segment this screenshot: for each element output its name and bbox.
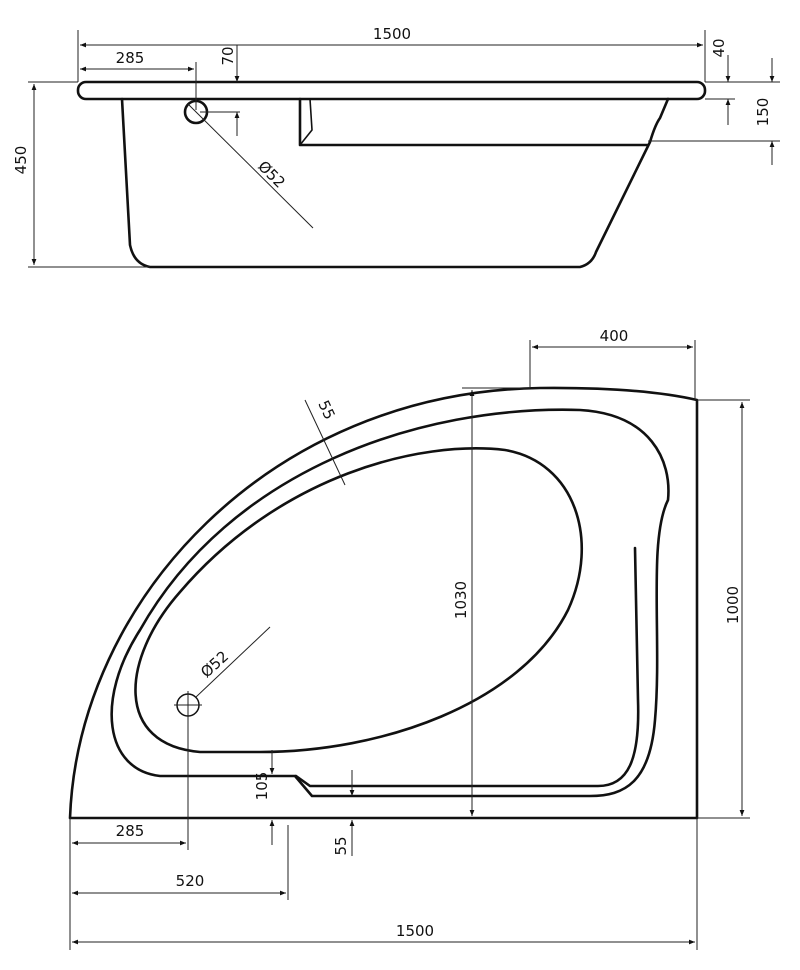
side-view: 1500 285 70 40 150 450 Ø52 <box>12 25 780 269</box>
dim-step-offset: 520 <box>176 872 205 890</box>
dim-drain-diameter: Ø52 <box>254 157 289 192</box>
seat-outline <box>294 546 640 788</box>
plan-view: Ø52 400 1030 1000 55 285 520 1500 105 55 <box>68 327 750 950</box>
rim-inner-outline <box>110 408 670 798</box>
dim-rim-thickness: 40 <box>710 38 728 57</box>
outer-outline <box>68 386 699 820</box>
dim-overall-length: 1500 <box>373 25 411 43</box>
drain-leader <box>187 103 314 229</box>
dim-plan-overall-length: 1500 <box>396 922 434 940</box>
dim-plan-drain-offset: 285 <box>116 822 145 840</box>
dim-step-height: 150 <box>754 98 772 127</box>
step-edge <box>299 98 313 146</box>
dim-rim-width: 55 <box>314 397 338 422</box>
plan-dim-drain-diameter: Ø52 <box>197 647 232 681</box>
dim-drain-offset: 285 <box>116 49 145 67</box>
step-outline <box>298 97 650 147</box>
dim-drain-height: 70 <box>219 46 237 65</box>
dim-depth-diagonal: 1030 <box>452 581 470 619</box>
basin-outline <box>134 447 583 754</box>
dim-step-rim: 55 <box>332 836 350 855</box>
rim-outline <box>76 80 707 101</box>
dim-top-offset: 400 <box>600 327 629 345</box>
dim-front-rim: 105 <box>253 772 271 801</box>
tub-body-outline <box>120 97 670 269</box>
dim-total-height: 450 <box>12 146 30 175</box>
dim-width: 1000 <box>724 586 742 624</box>
